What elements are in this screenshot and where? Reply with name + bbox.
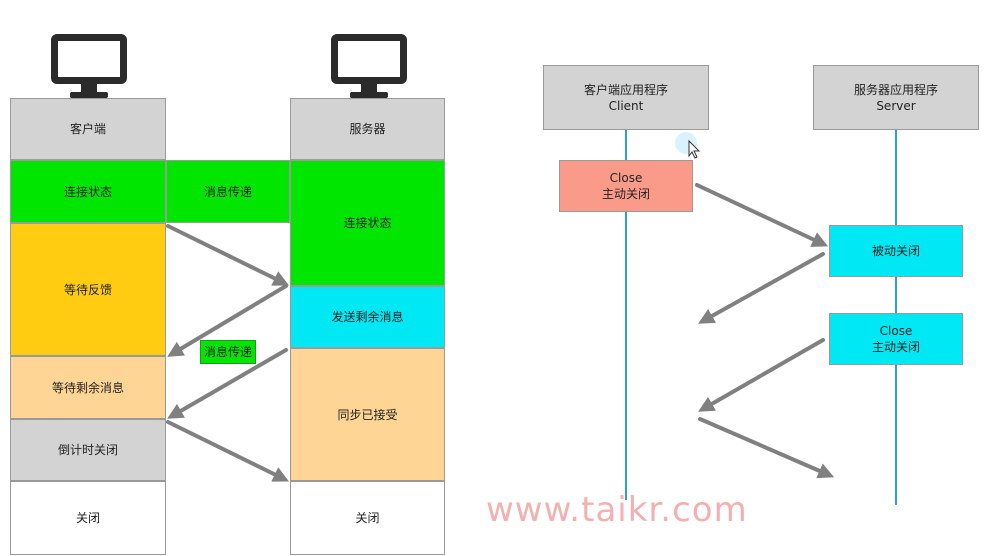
arrow-server-to-client-1 [167,284,288,357]
server-monitor-icon [330,33,408,103]
app-client-header-line1: 客户端应用程序 [583,82,668,97]
app-client-header-line2: Client [608,98,644,113]
server-active-close-line1: Close [879,324,913,338]
server-state-sending-remaining: 发送剩余消息 [290,286,445,348]
client-lifeline [625,130,627,500]
arrow-ack-to-server [698,417,835,479]
arrow-close-to-passive [695,183,829,247]
client-state-countdown-close: 倒计时关闭 [10,419,166,481]
message-passing-top: 消息传递 [166,160,290,223]
server-state-sync-accepted: 同步已接受 [290,348,445,481]
client-state-closed-label: 关闭 [75,511,100,525]
message-passing-mid-label: 消息传递 [203,345,252,359]
app-server-header-line1: 服务器应用程序 [853,82,938,97]
client-state-countdown-close-label: 倒计时关闭 [57,443,118,457]
client-active-close-line1: Close [609,171,643,185]
app-server-header-line2: Server [876,98,916,113]
arrow-passive-back [698,252,825,324]
server-header: 服务器 [290,98,445,160]
arrow-client-to-server-1 [166,224,290,286]
mouse-cursor-icon [688,139,701,159]
server-state-closed-label: 关闭 [355,511,380,525]
message-passing-top-label: 消息传递 [203,184,252,199]
client-active-close-line2: 主动关闭 [601,187,650,201]
client-state-closed: 关闭 [10,481,166,555]
server-header-label: 服务器 [349,122,386,136]
client-state-waiting-remaining: 等待剩余消息 [10,356,166,419]
server-passive-close-box: 被动关闭 [829,225,963,277]
arrow-server-to-client-2 [167,348,288,419]
server-passive-close-label: 被动关闭 [871,244,920,258]
server-state-sending-remaining-label: 发送剩余消息 [331,310,404,324]
server-state-sync-accepted-label: 同步已接受 [337,407,398,422]
client-header-label: 客户端 [69,122,106,136]
arrow-client-to-server-2 [166,420,290,482]
app-client-header: 客户端应用程序 Client [543,65,709,130]
server-state-closed: 关闭 [290,481,445,555]
client-state-waiting-feedback: 等待反馈 [10,223,166,356]
server-state-connected-label: 连接状态 [343,216,392,230]
server-active-close-box: Close 主动关闭 [829,313,963,365]
client-state-connected: 连接状态 [10,160,166,223]
watermark: www.taikr.com [486,490,748,530]
app-server-header: 服务器应用程序 Server [813,65,979,130]
client-state-waiting-feedback-label: 等待反馈 [63,282,112,297]
server-active-close-line2: 主动关闭 [871,340,920,354]
client-state-waiting-remaining-label: 等待剩余消息 [51,380,124,395]
server-state-connected: 连接状态 [290,160,445,286]
client-state-connected-label: 连接状态 [63,184,112,199]
client-header: 客户端 [10,98,166,160]
arrow-active-server-back [698,338,825,412]
message-passing-mid: 消息传递 [200,340,256,364]
client-monitor-icon [50,33,128,103]
client-active-close-box: Close 主动关闭 [559,160,693,212]
